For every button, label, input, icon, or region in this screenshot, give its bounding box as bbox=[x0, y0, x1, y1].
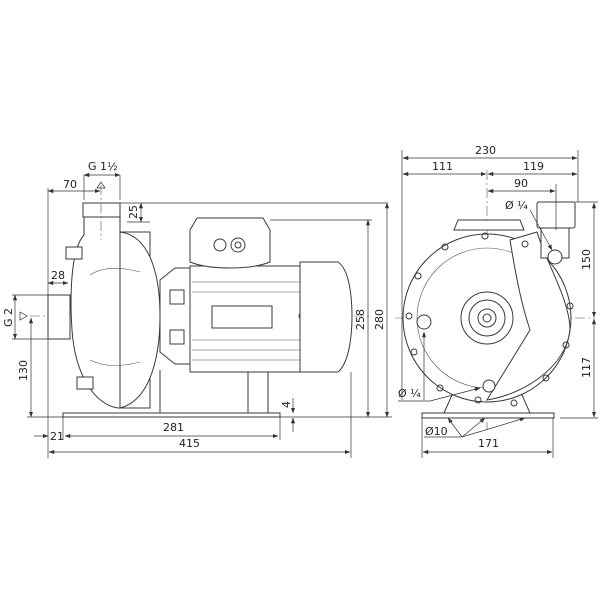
terminal-box bbox=[189, 217, 271, 269]
dim-280: 280 bbox=[373, 309, 386, 330]
dim-111: 111 bbox=[432, 160, 453, 173]
dim-130: 130 bbox=[17, 360, 30, 381]
dim-117: 117 bbox=[580, 357, 593, 378]
impeller-ring bbox=[460, 291, 514, 345]
cable-gland bbox=[213, 238, 227, 252]
front-view-dimensions: 230 111 119 90 150 117 Ø ¼ Ø ¼ Ø10 171 bbox=[398, 144, 598, 458]
impeller-hub bbox=[477, 308, 497, 328]
motor-bracket bbox=[159, 267, 191, 365]
dim-415: 415 bbox=[179, 437, 200, 450]
dim-70: 70 bbox=[63, 178, 77, 191]
inlet-flow-triangle bbox=[19, 311, 28, 321]
drain-plug-top bbox=[547, 249, 563, 265]
inlet-thread-label: G 2 bbox=[2, 308, 15, 327]
housing-bolts bbox=[405, 232, 574, 407]
plug-top-label: Ø ¼ bbox=[505, 199, 528, 212]
dim-28: 28 bbox=[51, 269, 65, 282]
dim-90: 90 bbox=[514, 177, 528, 190]
base-plate bbox=[62, 412, 281, 418]
side-view bbox=[30, 185, 370, 418]
fan-cover bbox=[299, 261, 353, 373]
dim-281: 281 bbox=[163, 421, 184, 434]
plug-top bbox=[65, 246, 83, 260]
hole-diameter-label: Ø10 bbox=[425, 425, 448, 438]
outlet-thread-label: G 1½ bbox=[88, 160, 118, 173]
dim-119: 119 bbox=[523, 160, 544, 173]
dim-21: 21 bbox=[50, 430, 64, 443]
dim-4: 4 bbox=[280, 401, 293, 408]
inlet-nozzle bbox=[47, 294, 71, 340]
side-view-dimensions: G 1½ 70 25 28 G 2 130 258 280 4 bbox=[2, 160, 392, 458]
nameplate bbox=[211, 305, 273, 329]
front-base-plate bbox=[421, 412, 555, 419]
cable-gland bbox=[230, 237, 246, 253]
drain-plug-left bbox=[416, 314, 432, 330]
outlet-flange bbox=[82, 202, 121, 218]
outlet-flow-triangle bbox=[96, 181, 106, 189]
motor-foot bbox=[247, 371, 269, 414]
pump-cover bbox=[119, 231, 161, 409]
dim-230: 230 bbox=[475, 144, 496, 157]
plug-bottom-label: Ø ¼ bbox=[398, 387, 421, 400]
dim-25: 25 bbox=[127, 205, 140, 219]
drain-plug-bottom bbox=[482, 379, 496, 393]
volute-outlet bbox=[486, 231, 571, 401]
dim-258: 258 bbox=[354, 309, 367, 330]
plug-bottom bbox=[76, 376, 94, 390]
front-view bbox=[395, 170, 595, 430]
terminal-box-top bbox=[453, 219, 525, 231]
dim-150: 150 bbox=[580, 249, 593, 270]
dim-171: 171 bbox=[478, 437, 499, 450]
